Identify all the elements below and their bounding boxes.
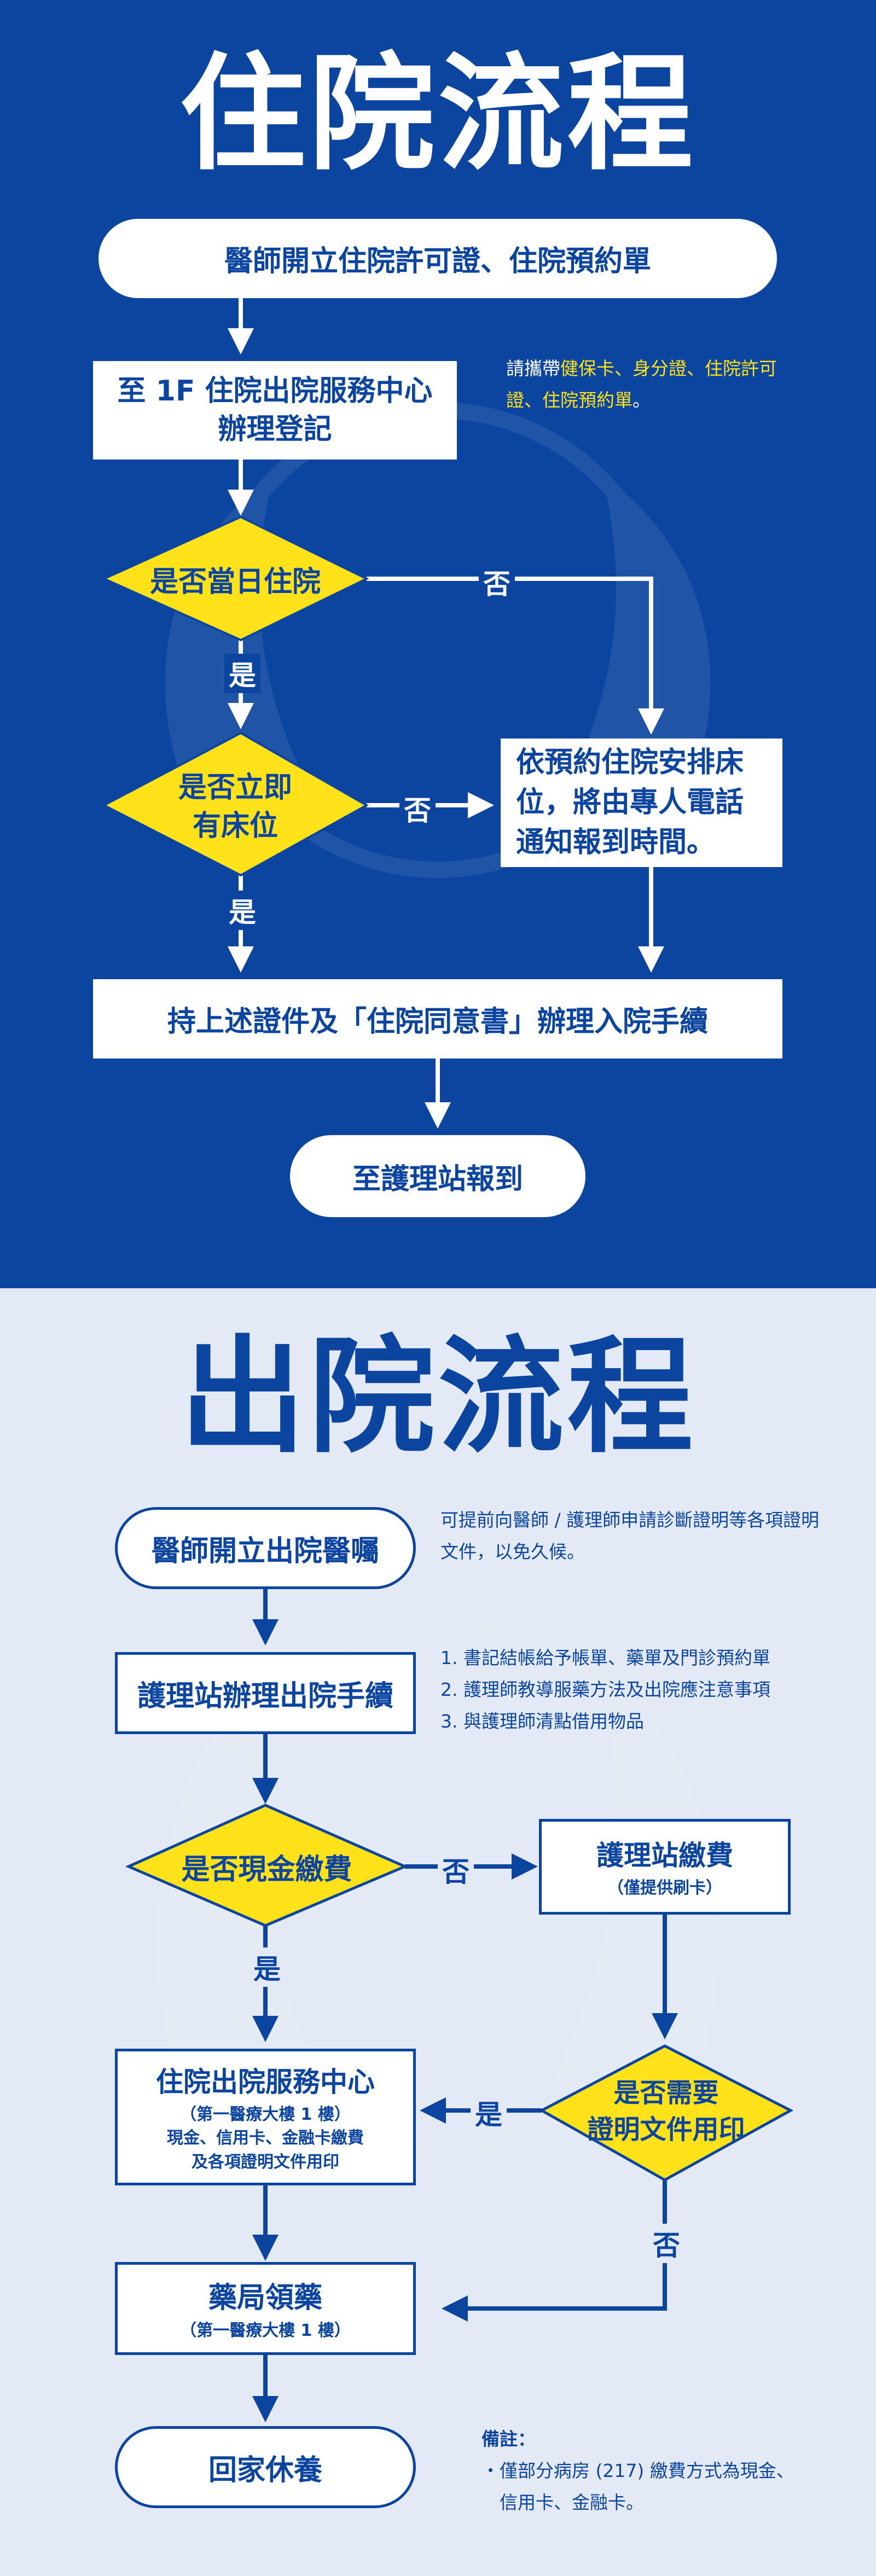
decision-cash-diamond [125,1804,409,1927]
decision-same-day-diamond [101,515,369,642]
decision-certificate-line2: 證明文件用印 [587,2114,745,2145]
step-waitlist-text: 依預約住院安排床位，將由專人電話通知報到時間。 [516,746,744,859]
decision-same-day-text: 是否當日住院 [149,565,321,598]
remark-text: ・僅部分病房 (217) 繳費方式為現金、 信用卡、金融卡。 [481,2459,794,2513]
step-nurse-discharge: 護理站辦理出院手續 [115,1652,416,1734]
step-register-line2: 辦理登記 [218,413,332,446]
certificate-note-text: 可提前向醫師 / 護理師申請診斷證明等各項證明文件，以免久候。 [440,1509,820,1562]
label-no-certificate: 否 [648,2224,684,2263]
step-admission-procedure-text: 持上述證件及「住院同意書」辦理入院手續 [167,1005,708,1038]
step-waitlist: 依預約住院安排床位，將由專人電話通知報到時間。 [501,739,782,867]
label-yes-same-day: 是 [224,654,260,693]
step-home-rest: 回家休養 [115,2426,416,2508]
step-register: 至 1F 住院出院服務中心 辦理登記 [93,361,457,460]
step-nurse-payment-text: 護理站繳費 [596,1839,733,1871]
step-admission-permit-text: 醫師開立住院許可證、住院預約單 [224,245,651,278]
decision-bed-line1: 是否立即 [178,771,292,804]
discharge-title: 出院流程 [179,1324,697,1470]
remark-title: 備註： [481,2428,536,2450]
label-yes-cash: 是 [249,1947,285,1987]
documents-note-items: 健保卡、身分證、住院許可證、住院預約單 [506,358,777,411]
nurse-task-3: 3. 與護理師清點借用物品 [440,1710,644,1732]
step-discharge-order: 醫師開立出院醫囑 [115,1507,416,1589]
nurse-task-1: 1. 書記結帳給予帳單、藥單及門診預約單 [440,1647,770,1668]
step-pharmacy-text: 藥局領藥 [208,2281,322,2315]
step-service-center: 住院出院服務中心 （第一醫療大樓 1 樓） 現金、信用卡、金融卡繳費 及各項證明… [115,2049,416,2185]
step-admission-permit: 醫師開立住院許可證、住院預約單 [98,219,777,298]
step-pharmacy-sub: （第一醫療大樓 1 樓） [180,2321,351,2340]
discharge-section [0,1288,876,2576]
step-report-nurse-text: 至護理站報到 [352,1162,523,1196]
step-service-center-text: 住院出院服務中心 [156,2066,375,2098]
remark-block: 備註： ・僅部分病房 (217) 繳費方式為現金、 信用卡、金融卡。 [481,2423,832,2518]
decision-bed-diamond [101,731,369,877]
step-admission-procedure: 持上述證件及「住院同意書」辦理入院手續 [93,979,782,1059]
step-home-rest-text: 回家休養 [208,2453,322,2487]
decision-bed-line2: 有床位 [192,810,278,842]
decision-cash: 是否現金繳費 [129,1840,405,1893]
step-service-center-sub: （第一醫療大樓 1 樓） 現金、信用卡、金融卡繳費 及各項證明文件用印 [167,2104,364,2172]
label-yes-certificate: 是 [471,2093,507,2132]
label-no-bed: 否 [399,789,436,828]
label-no-same-day: 否 [479,562,515,602]
nurse-tasks-list: 1. 書記結帳給予帳單、藥單及門診預約單 2. 護理師教導服藥方法及出院應注意事… [440,1642,834,1737]
decision-same-day: 是否當日住院 [104,553,367,605]
decision-certificate-diamond [538,2044,794,2182]
step-discharge-order-text: 醫師開立出院醫囑 [151,1534,379,1568]
step-nurse-payment: 護理站繳費 （僅提供刷卡） [539,1819,791,1915]
step-register-line1: 至 1F 住院出院服務中心 [117,374,433,408]
decision-bed: 是否立即 有床位 [104,766,367,848]
admission-title: 住院流程 [179,42,697,188]
decision-certificate-line1: 是否需要 [613,2077,719,2108]
decision-certificate: 是否需要 證明文件用印 [542,2073,791,2150]
step-nurse-payment-sub: （僅提供刷卡） [607,1878,722,1898]
step-pharmacy: 藥局領藥 （第一醫療大樓 1 樓） [115,2262,416,2355]
step-report-nurse: 至護理站報到 [290,1135,585,1217]
step-nurse-discharge-text: 護理站辦理出院手續 [137,1679,393,1713]
documents-note-suffix: 。 [633,389,651,411]
decision-cash-text: 是否現金繳費 [181,1853,352,1886]
certificate-note: 可提前向醫師 / 護理師申請診斷證明等各項證明文件，以免久候。 [440,1504,823,1568]
documents-note-prefix: 請攜帶 [506,358,560,379]
label-yes-bed: 是 [224,891,260,930]
documents-note: 請攜帶健保卡、身分證、住院許可證、住院預約單。 [506,353,802,416]
label-no-cash: 否 [438,1850,474,1889]
nurse-task-2: 2. 護理師教導服藥方法及出院應注意事項 [440,1678,770,1700]
